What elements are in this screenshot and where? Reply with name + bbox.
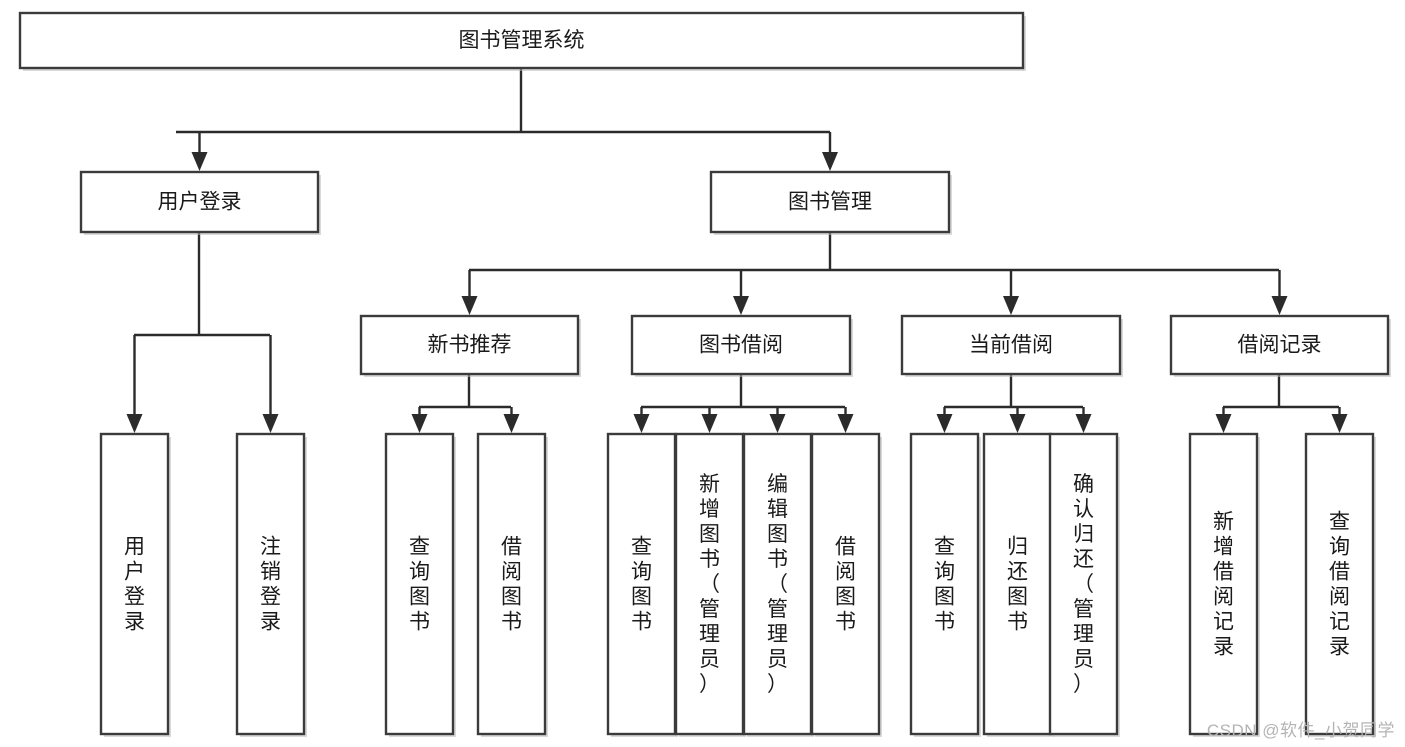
node-leaf-user-login[interactable]: 用户登录 (99, 432, 171, 737)
connector-bus (419, 374, 511, 409)
node-label: 新增借阅记录 (1213, 511, 1234, 659)
connector-arrow-leaf-query-record (1331, 407, 1348, 433)
node-box[interactable] (1304, 432, 1375, 736)
node-leaf-edit-book[interactable]: 编辑图书（管理员） (742, 432, 814, 737)
node-leaf-query-record[interactable]: 查询借阅记录 (1304, 432, 1376, 737)
connector-arrow-leaf-user-login (126, 335, 143, 433)
node-label: 图书借阅 (699, 334, 783, 357)
connector-bus (641, 374, 845, 409)
connector-arrow-current-borrow (1003, 270, 1019, 315)
node-box[interactable] (606, 432, 677, 736)
node-new-book-rec[interactable]: 新书推荐 (359, 314, 581, 377)
csdn-watermark: CSDN @软件_小贺同学 (1206, 721, 1395, 740)
node-box[interactable] (810, 432, 881, 736)
connector-arrow-leaf-borrow-book-2 (837, 407, 854, 433)
node-box[interactable] (1048, 432, 1119, 736)
connector-arrow-leaf-add-book (701, 407, 718, 433)
node-label: 借阅记录 (1238, 334, 1322, 357)
node-leaf-confirm-return[interactable]: 确认归还（管理员） (1048, 432, 1120, 737)
node-label: 图书管理 (788, 191, 872, 214)
node-label: 查询图书 (934, 536, 955, 634)
node-box[interactable] (18, 11, 1025, 70)
node-box[interactable] (982, 432, 1053, 736)
node-leaf-add-book[interactable]: 新增图书（管理员） (674, 432, 746, 737)
node-label: 当前借阅 (969, 334, 1053, 357)
node-box[interactable] (1169, 314, 1390, 376)
node-label: 新书推荐 (428, 334, 512, 357)
node-label: 归还图书 (1007, 536, 1028, 634)
connector-arrow-leaf-borrow-book-1 (503, 407, 520, 433)
node-leaf-borrow-book-2[interactable]: 借阅图书 (810, 432, 882, 737)
node-box[interactable] (1188, 432, 1259, 736)
node-box[interactable] (476, 432, 547, 736)
node-root[interactable]: 图书管理系统 (18, 11, 1026, 71)
node-label: 用户登录 (124, 536, 145, 634)
connector-arrow-book-borrow (733, 270, 749, 315)
connector-arrow-leaf-query-book-3 (936, 407, 953, 433)
node-label: 借阅图书 (501, 536, 522, 634)
node-box[interactable] (674, 432, 745, 736)
node-book-borrow[interactable]: 图书借阅 (630, 314, 853, 377)
connector-bus (1223, 374, 1339, 409)
connector-bus (176, 68, 830, 134)
node-leaf-user-logout[interactable]: 注销登录 (235, 432, 307, 737)
node-borrow-record[interactable]: 借阅记录 (1169, 314, 1391, 377)
node-box[interactable] (384, 432, 455, 736)
connector-bus (944, 374, 1083, 409)
node-box[interactable] (99, 432, 170, 736)
node-user-login[interactable]: 用户登录 (79, 170, 321, 235)
node-label: 借阅图书 (835, 536, 856, 634)
connector-bus (469, 232, 1279, 272)
connector-arrow-leaf-user-logout (262, 335, 279, 433)
node-box[interactable] (900, 314, 1122, 376)
node-label: 确认归还（管理员） (1073, 473, 1094, 696)
node-box[interactable] (709, 170, 951, 234)
connector-arrow-user-login (191, 132, 208, 171)
connector-arrow-leaf-query-book-2 (633, 407, 650, 433)
node-layer: 图书管理系统用户登录图书管理新书推荐图书借阅当前借阅借阅记录用户登录注销登录查询… (18, 11, 1391, 737)
node-leaf-query-book-3[interactable]: 查询图书 (909, 432, 981, 737)
node-label: 注销登录 (260, 536, 281, 634)
node-leaf-borrow-book-1[interactable]: 借阅图书 (476, 432, 548, 737)
node-box[interactable] (630, 314, 852, 376)
connector-arrow-leaf-add-record (1215, 407, 1232, 433)
node-leaf-add-record[interactable]: 新增借阅记录 (1188, 432, 1260, 737)
node-book-manage[interactable]: 图书管理 (709, 170, 952, 235)
node-label: 查询图书 (409, 536, 430, 634)
connector-arrow-new-book-rec (461, 270, 478, 315)
connector-arrow-leaf-edit-book (769, 407, 786, 433)
node-box[interactable] (359, 314, 580, 376)
node-label: 查询图书 (631, 536, 652, 634)
node-label: 查询借阅记录 (1329, 511, 1350, 659)
connector-arrow-leaf-confirm-return (1075, 407, 1092, 433)
connector-bus (134, 232, 270, 337)
connector-arrow-leaf-return-book (1009, 407, 1026, 433)
node-box[interactable] (79, 170, 320, 234)
node-label: 图书管理系统 (459, 29, 585, 52)
node-leaf-return-book[interactable]: 归还图书 (982, 432, 1054, 737)
node-label: 编辑图书（管理员） (767, 473, 788, 696)
connector-arrow-leaf-query-book-1 (411, 407, 428, 433)
node-box[interactable] (235, 432, 306, 736)
connector-arrow-borrow-record (1271, 270, 1288, 315)
connector-layer (126, 68, 1348, 433)
node-current-borrow[interactable]: 当前借阅 (900, 314, 1123, 377)
node-box[interactable] (909, 432, 980, 736)
connector-arrow-book-manage (822, 132, 838, 171)
node-label: 用户登录 (158, 191, 242, 214)
node-leaf-query-book-1[interactable]: 查询图书 (384, 432, 456, 737)
node-leaf-query-book-2[interactable]: 查询图书 (606, 432, 678, 737)
node-label: 新增图书（管理员） (699, 473, 720, 696)
